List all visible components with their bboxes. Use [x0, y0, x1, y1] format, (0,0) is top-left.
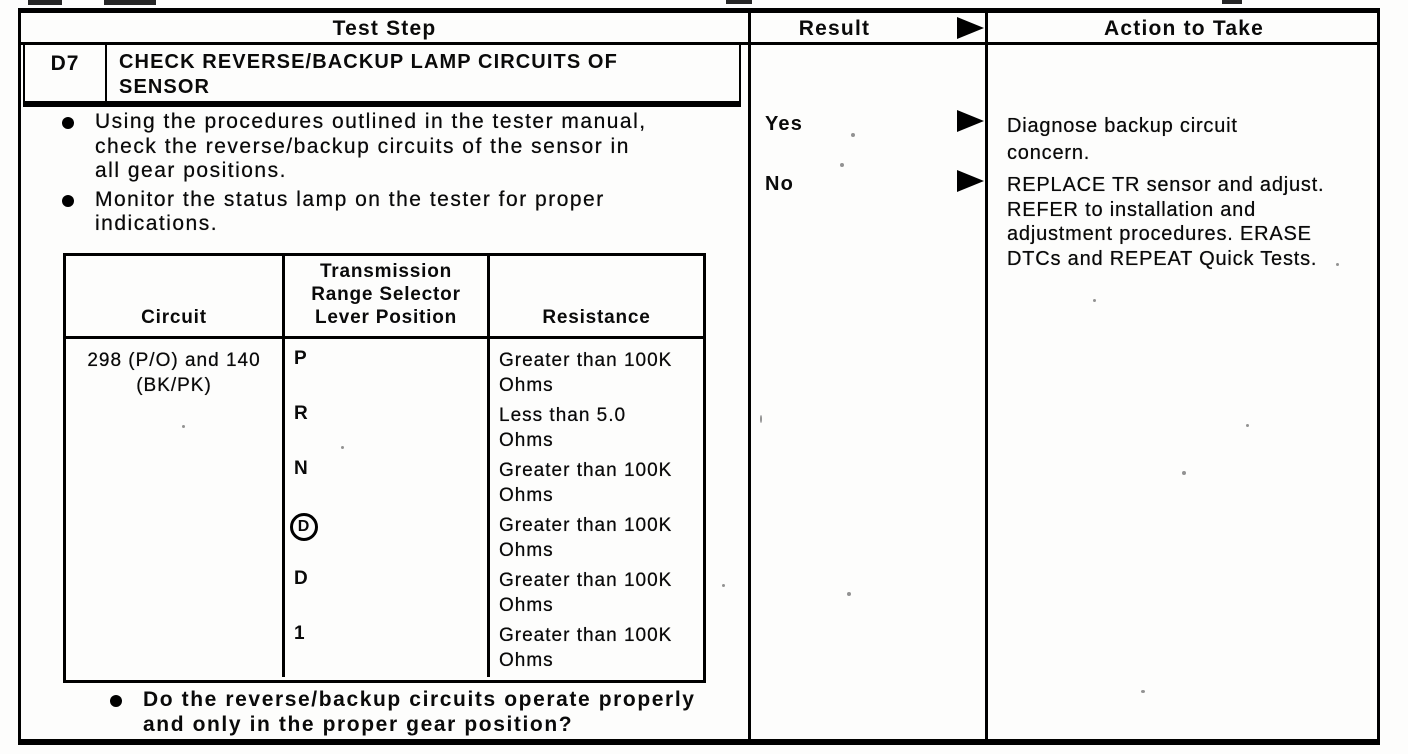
scan-speck — [341, 446, 344, 449]
action-line: REFER to installation and — [1007, 198, 1257, 221]
scan-speck — [1141, 690, 1145, 693]
circled-d-icon: D — [290, 513, 318, 541]
result-arrow-icon — [957, 17, 984, 39]
circuit-line: 298 (P/O) and 140 — [87, 350, 261, 371]
action-line: REPLACE TR sensor and adjust. — [1007, 174, 1325, 196]
circuit-line: (BK/PK) — [136, 375, 212, 396]
scan-speck — [722, 584, 725, 587]
question-line: Do the reverse/backup circuits operate p… — [143, 688, 696, 711]
position-row: D — [294, 568, 309, 589]
question-bullet: Do the reverse/backup circuits operate p… — [110, 687, 696, 737]
question-line: and only in the proper gear position? — [143, 713, 574, 736]
resistance-spec-table: Circuit Transmission Range Selector Leve… — [63, 253, 706, 683]
spec-table-header-row: Circuit Transmission Range Selector Leve… — [66, 256, 703, 339]
scan-artifact — [104, 0, 156, 5]
column-header-test-step: Test Step — [332, 17, 437, 40]
spec-col-lever-position: Transmission Range Selector Lever Positi… — [285, 256, 490, 336]
scan-artifact — [1222, 0, 1242, 4]
action-line: DTCs and REPEAT Quick Tests. — [1007, 247, 1318, 270]
scan-speck — [182, 425, 185, 428]
bullet-item: Monitor the status lamp on the tester fo… — [62, 188, 647, 237]
circuit-cell: 298 (P/O) and 140 (BK/PK) — [66, 339, 285, 677]
position-row-overdrive: D — [290, 513, 487, 568]
action-line: Diagnose backup circuit — [1007, 115, 1238, 137]
resistance-row: Greater than 100K Ohms — [499, 570, 673, 616]
spec-col-circuit: Circuit — [66, 256, 285, 336]
step-title-line: CHECK REVERSE/BACKUP LAMP CIRCUITS OF — [119, 51, 618, 73]
scan-speck — [847, 592, 851, 596]
resistance-row: Greater than 100K Ohms — [499, 625, 673, 671]
resistance-row: Greater than 100K Ohms — [499, 460, 673, 506]
resistance-row: Greater than 100K Ohms — [499, 515, 673, 561]
yes-action-text: Diagnose backup circuit concern. — [1007, 113, 1238, 167]
scan-speck — [1093, 299, 1096, 302]
result-yes-label: Yes — [765, 113, 804, 135]
bullet-icon — [110, 695, 122, 707]
position-row: R — [294, 403, 309, 424]
step-title-line: SENSOR — [119, 76, 211, 98]
scan-speck — [760, 415, 762, 423]
column-header-result: Result — [798, 17, 871, 40]
resistance-row: Greater than 100K Ohms — [499, 350, 673, 396]
step-title: CHECK REVERSE/BACKUP LAMP CIRCUITS OF SE… — [107, 45, 618, 101]
lever-position-cell: P R N D D 1 — [285, 339, 490, 677]
scan-artifact — [28, 0, 62, 5]
bullet-icon — [62, 194, 74, 207]
scan-artifact — [726, 0, 752, 4]
scan-speck — [1182, 471, 1186, 475]
spec-col-resistance: Resistance — [542, 307, 651, 328]
spec-col-line: Lever Position — [314, 307, 458, 328]
bullet-text-line: indications. — [95, 212, 219, 235]
step-header-box: D7 CHECK REVERSE/BACKUP LAMP CIRCUITS OF… — [23, 43, 741, 107]
pinpoint-test-table: Test Step Result Action to Take D7 CHECK… — [18, 8, 1380, 745]
yes-arrow-icon — [957, 110, 984, 132]
bullet-text-line: all gear positions. — [95, 159, 287, 182]
resistance-row: Less than 5.0 Ohms — [499, 405, 627, 451]
question-text: Do the reverse/backup circuits operate p… — [143, 687, 696, 737]
scan-speck — [851, 133, 855, 137]
action-line: concern. — [1007, 142, 1091, 164]
step-id: D7 — [25, 45, 107, 101]
bullet-text: Using the procedures outlined in the tes… — [95, 110, 647, 184]
bullet-icon — [62, 117, 74, 129]
spec-table-body: 298 (P/O) and 140 (BK/PK) P R N D D 1 Gr… — [66, 339, 703, 677]
position-row: 1 — [294, 623, 306, 644]
bullet-item: Using the procedures outlined in the tes… — [62, 110, 647, 184]
scan-speck — [840, 163, 844, 167]
bullet-text-line: check the reverse/backup circuits of the… — [95, 134, 630, 158]
bullet-text-line: Monitor the status lamp on the tester fo… — [95, 187, 605, 211]
action-line: adjustment procedures. ERASE — [1007, 223, 1312, 245]
no-action-text: REPLACE TR sensor and adjust. REFER to i… — [1007, 173, 1324, 271]
bullet-text-line: Using the procedures outlined in the tes… — [95, 110, 647, 133]
column-divider-action — [985, 13, 988, 739]
position-row: N — [294, 458, 309, 479]
scan-speck — [1246, 424, 1249, 427]
resistance-cell: Greater than 100K Ohms Less than 5.0 Ohm… — [490, 339, 703, 677]
column-header-action-to-take: Action to Take — [1104, 17, 1264, 40]
result-no-label: No — [765, 173, 795, 195]
procedure-bullets: Using the procedures outlined in the tes… — [62, 110, 647, 237]
spec-col-line: Range Selector — [311, 284, 461, 305]
scan-speck — [1336, 263, 1339, 266]
bullet-text: Monitor the status lamp on the tester fo… — [95, 188, 605, 237]
spec-col-line: Transmission — [319, 261, 453, 282]
column-divider-result — [748, 13, 751, 739]
no-arrow-icon — [957, 170, 984, 192]
position-row: P — [294, 348, 308, 369]
